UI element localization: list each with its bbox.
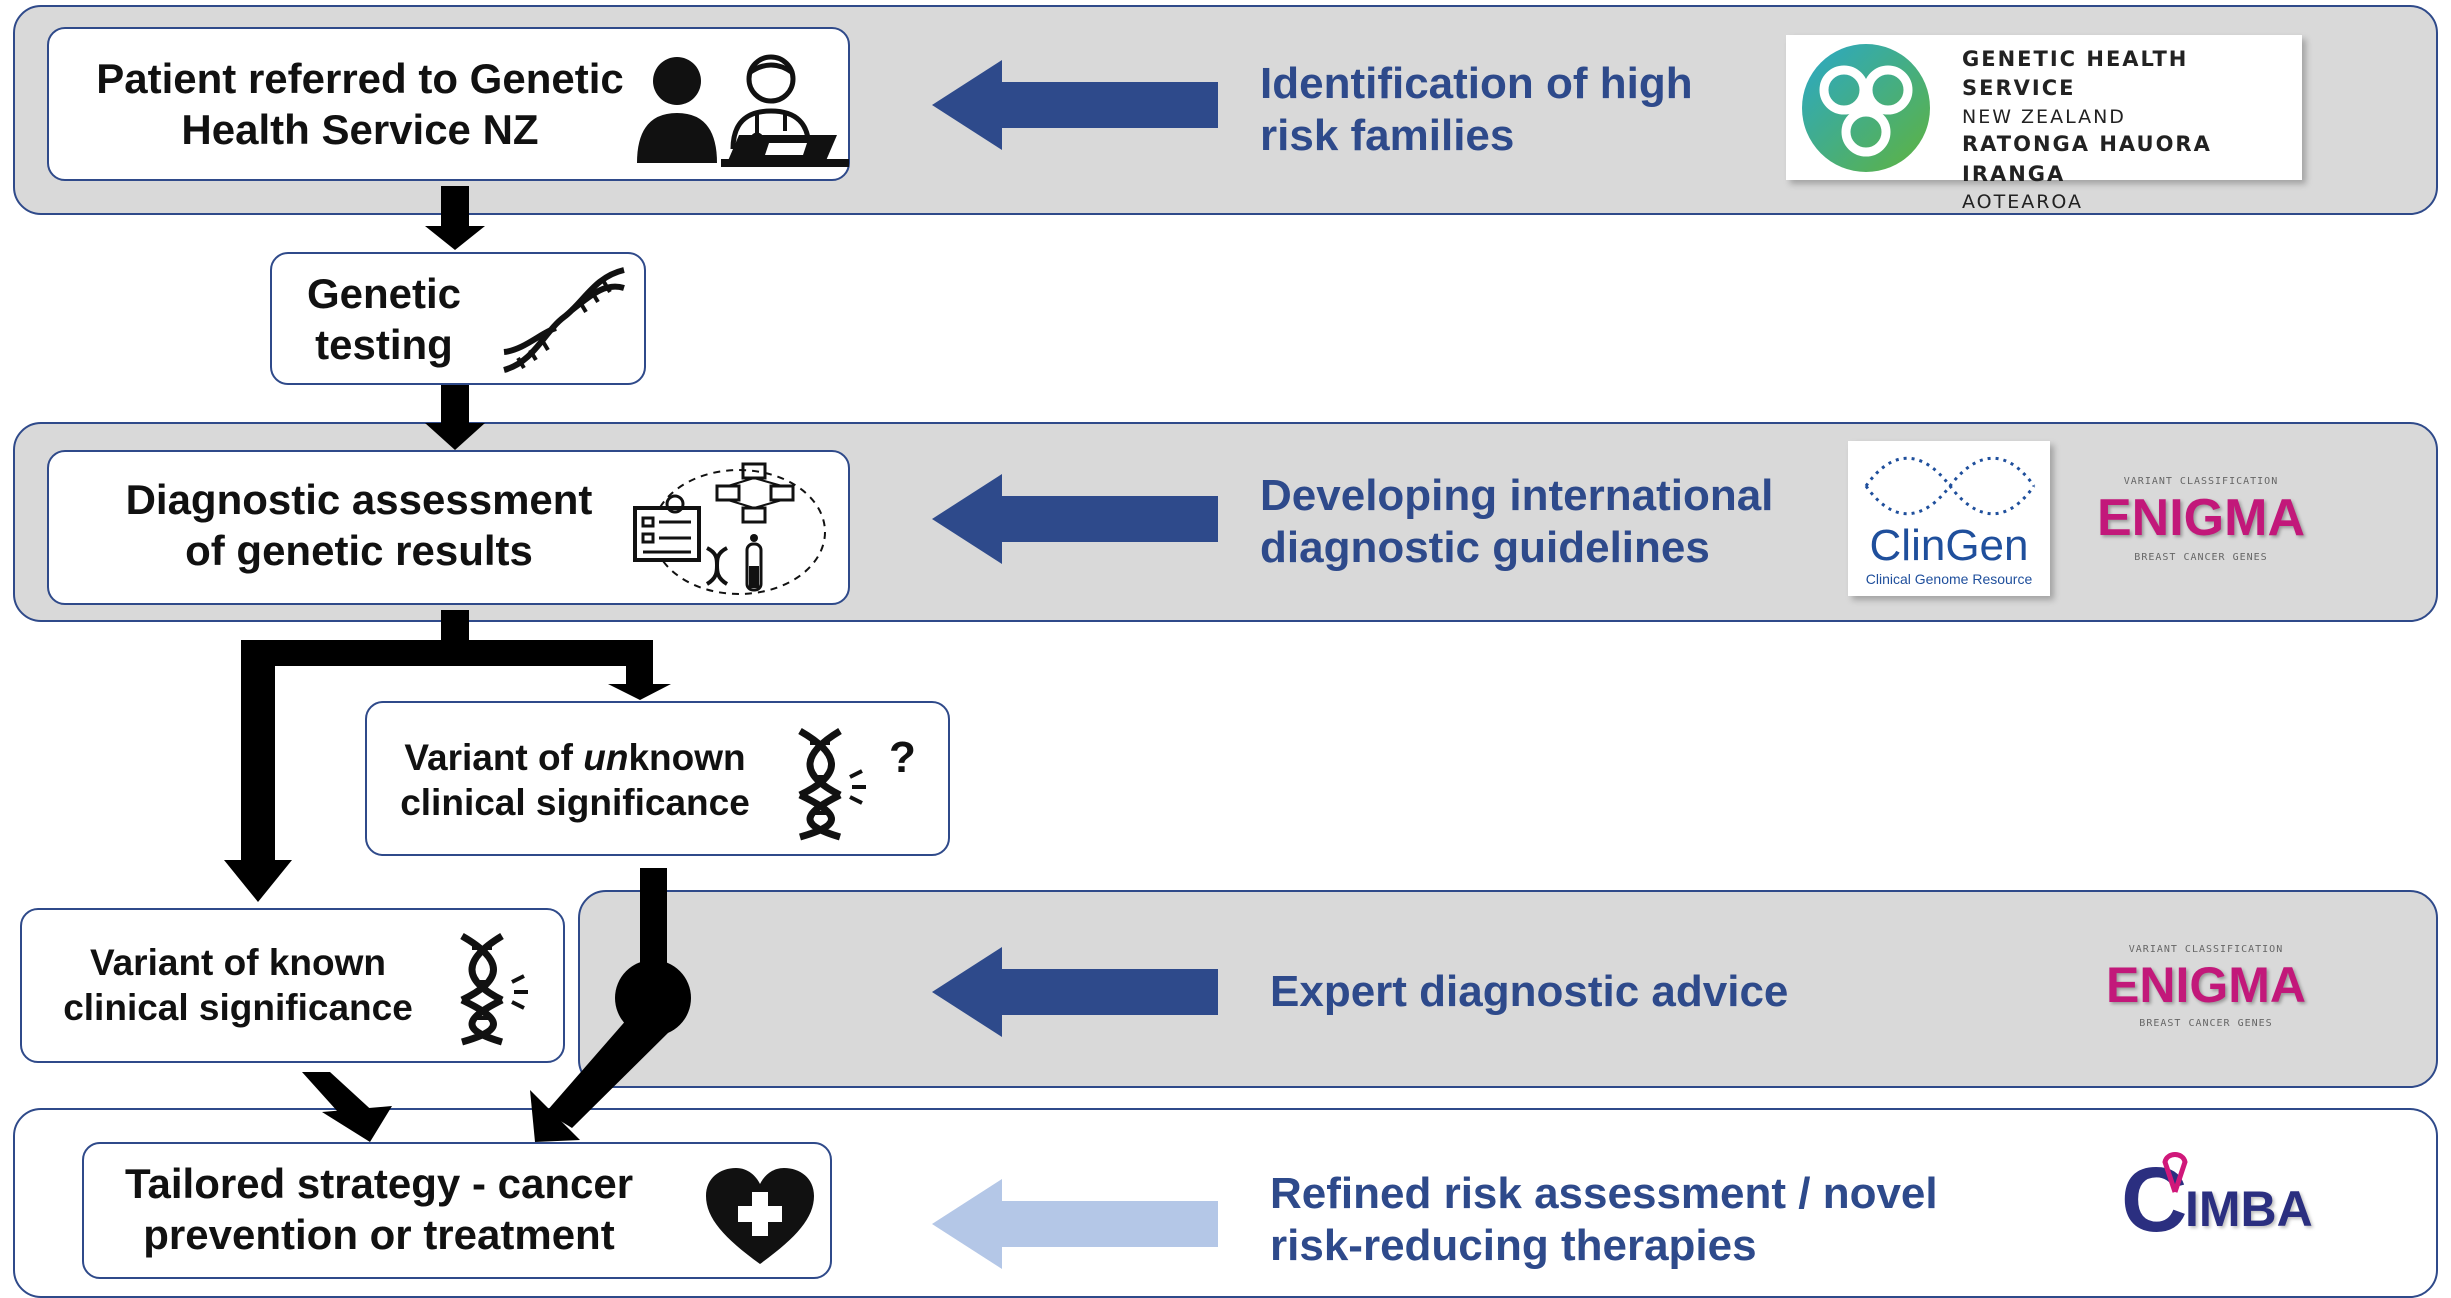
connector-testing-assessment [441,383,469,425]
arrow-identification [932,60,1218,150]
arrowhead-strategy-left [322,1106,392,1142]
known-variant-box: Variant of known clinical significance [20,908,565,1063]
dna-question-icon [798,727,866,841]
enigma-bottom-text: BREAST CANCER GENES [2139,1018,2273,1029]
contribution-2-line-1: Developing international [1260,471,1774,520]
doctor-patient-icon [637,54,849,167]
enigma-top-text: VARIANT CLASSIFICATION [2128,944,2284,955]
ghs-line-2: NEW ZEALAND [1962,105,2126,128]
strategy-box: Tailored strategy - cancer prevention or… [82,1142,832,1279]
arrowhead-testing [425,226,485,250]
arrowhead-strategy-right [530,1090,580,1142]
clingen-name: ClinGen [1869,521,2029,570]
enigma-bottom-text: BREAST CANCER GENES [2134,552,2268,563]
arrowhead-known [224,860,292,902]
enigma-name: ENIGMA [2106,957,2306,1013]
enigma-top-text: VARIANT CLASSIFICATION [2123,476,2279,487]
known-label: Variant of known clinical significance [38,940,438,1030]
vus-box: Variant of unknown clinical significance… [365,701,950,856]
assessment-box: Diagnostic assessment of genetic results [47,450,850,605]
cimba-ribbon-icon [2162,1152,2188,1193]
known-line-2: clinical significance [63,987,413,1029]
assessment-line-1: Diagnostic assessment [125,476,593,523]
dna-icon [503,267,625,373]
referral-label: Patient referred to Genetic Health Servi… [65,53,655,155]
strategy-line-2: prevention or treatment [143,1211,615,1259]
ghs-line-1: GENETIC HEALTH SERVICE [1962,47,2189,101]
contribution-refined-risk: Refined risk assessment / novel risk-red… [1270,1168,1938,1272]
contribution-4-line-2: risk-reducing therapies [1270,1220,1757,1270]
strategy-label: Tailored strategy - cancer prevention or… [104,1158,654,1260]
contribution-arrows [932,60,1218,1269]
question-mark: ? [889,733,916,782]
enigma-logo-advice: VARIANT CLASSIFICATION ENIGMA BREAST CAN… [2088,942,2324,1042]
black-flow-arrows [224,186,691,1142]
clingen-subtitle: Clinical Genome Resource [1865,571,2033,587]
cimba-logo: C IMBA [2115,1152,2335,1262]
referral-box: Patient referred to Genetic Health Servi… [47,27,850,181]
referral-line-2: Health Service NZ [181,106,539,154]
assessment-label: Diagnostic assessment of genetic results [69,474,649,576]
connector-split-bar [241,640,653,666]
ghs-line-3: RATONGA HAUORA IRANGA [1962,132,2212,186]
vus-label: Variant of unknown clinical significance [375,735,775,825]
testing-line-2: testing [315,321,453,369]
arrowhead-vus [608,684,671,700]
enigma-name: ENIGMA [2097,489,2305,547]
genetic-testing-box: Genetic testing [270,252,646,385]
connector-junction-strategy [546,1010,671,1128]
ghs-line-4: AOTEAROA [1962,191,2084,214]
clingen-helix-icon [1864,456,2036,516]
clingen-logo: ClinGen Clinical Genome Resource [1848,441,2050,596]
cimba-c-letter: C [2121,1149,2188,1251]
assessment-line-2: of genetic results [185,527,533,575]
contribution-1-line-2: risk families [1260,110,1515,160]
connector-split-stem [441,610,469,640]
known-line-1: Variant of known [89,942,387,983]
enigma-logo-guidelines: VARIANT CLASSIFICATION ENIGMA BREAST CAN… [2078,468,2324,568]
vus-line-1c: known [628,737,746,778]
contribution-identification: Identification of high risk families [1260,58,1693,162]
contribution-expert-advice: Expert diagnostic advice [1270,966,1788,1018]
band-expert-advice [578,890,2438,1088]
arrowhead-assessment [425,423,485,450]
connector-referral-testing [441,186,469,228]
contribution-4-line-1: Refined risk assessment / novel [1270,1169,1938,1218]
ghs-logo: GENETIC HEALTH SERVICE NEW ZEALAND RATON… [1786,35,2302,213]
contribution-3-line-1: Expert diagnostic advice [1270,967,1789,1016]
dna-known-icon [460,932,528,1046]
heart-plus-icon [706,1168,814,1264]
arrow-expert-advice [932,947,1218,1037]
vus-line-2: clinical significance [400,782,750,824]
referral-line-1: Patient referred to Genetic [96,55,624,102]
ghs-text: GENETIC HEALTH SERVICE NEW ZEALAND RATON… [1962,45,2302,216]
contribution-2-line-2: diagnostic guidelines [1260,522,1710,572]
connector-to-vus [626,640,653,686]
vus-line-1a: Variant of [404,737,584,778]
testing-line-1: Genetic [306,270,462,317]
testing-label: Genetic testing [284,268,484,370]
connector-to-known [241,640,275,862]
contribution-1-line-1: Identification of high [1260,59,1693,108]
arrow-refined-risk [932,1179,1218,1269]
contribution-guidelines: Developing international diagnostic guid… [1260,470,1773,574]
cimba-name: IMBA [2185,1181,2313,1237]
arrow-guidelines [932,474,1218,564]
strategy-line-1: Tailored strategy - cancer [124,1160,634,1207]
diagnostic-workflow-icon [633,462,826,595]
ghs-emblem-icon [1802,44,1930,172]
vus-line-1b: un [583,737,629,778]
